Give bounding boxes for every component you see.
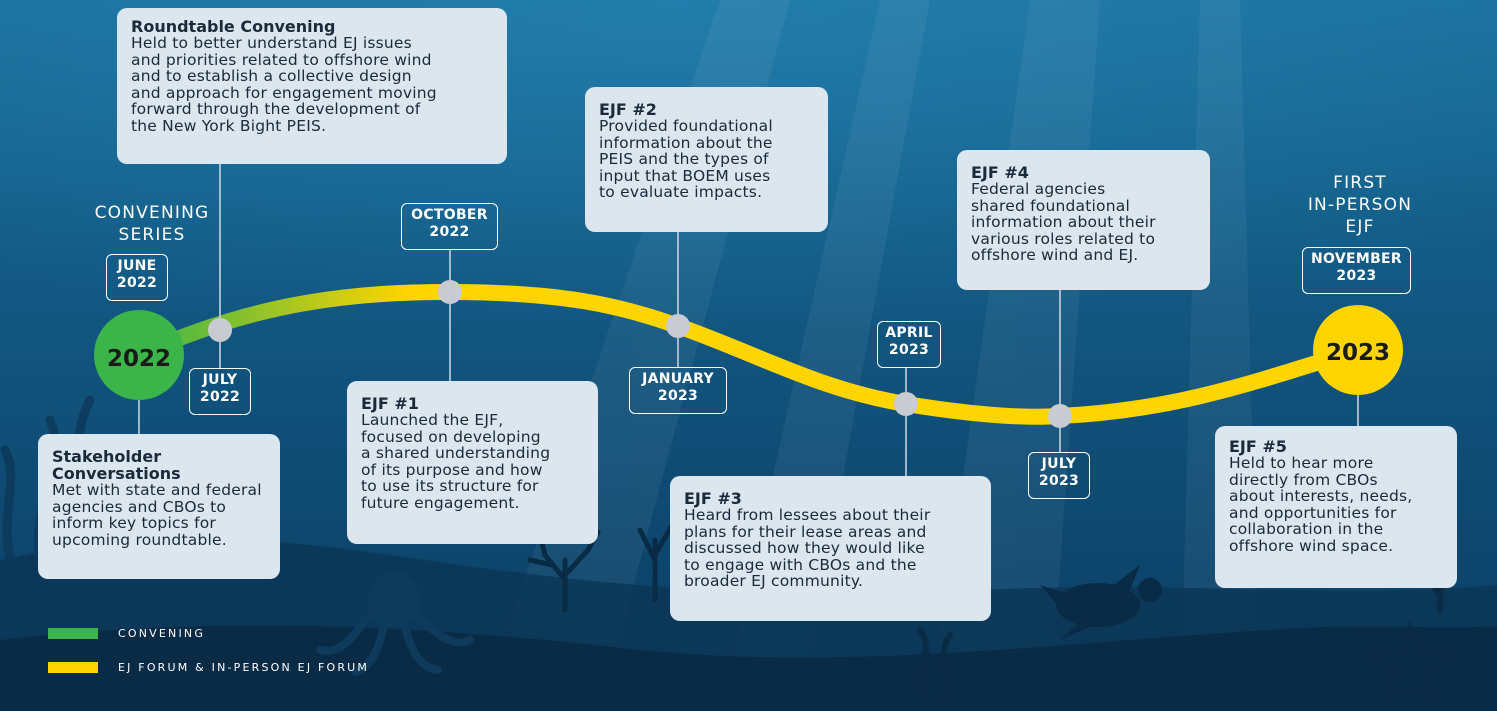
event-card-roundtable: Roundtable Convening Held to better unde… — [117, 8, 507, 164]
coral-icon — [527, 522, 675, 613]
date-july-2023: JULY 2023 — [1028, 452, 1090, 499]
event-title: EJF #4 — [971, 163, 1029, 182]
date-june-2022: JUNE 2022 — [106, 254, 168, 301]
timeline-node — [438, 280, 462, 304]
legend-label-convening: CONVENING — [118, 627, 206, 640]
connector-lines — [138, 164, 1359, 476]
event-title: Stakeholder Conversations — [52, 447, 181, 483]
legend-swatch-convening — [48, 628, 98, 639]
event-title: EJF #2 — [599, 100, 657, 119]
date-july-2022: JULY 2022 — [189, 368, 251, 415]
event-title: EJF #5 — [1229, 437, 1287, 456]
event-card-ejf2: EJF #2 Provided foundational information… — [585, 87, 828, 232]
sea-turtle-icon — [1040, 565, 1162, 640]
event-body: Launched the EJF, focused on developing … — [361, 411, 551, 512]
timeline-node — [208, 318, 232, 342]
timeline-node — [1048, 404, 1072, 428]
date-april-2023: APRIL 2023 — [877, 321, 941, 368]
date-october-2022: OCTOBER 2022 — [401, 203, 498, 250]
event-body: Held to better understand EJ issues and … — [131, 34, 437, 135]
octopus-icon — [316, 572, 474, 676]
start-year-circle — [94, 310, 184, 400]
event-title: Roundtable Convening — [131, 17, 336, 36]
event-card-ejf1: EJF #1 Launched the EJF, focused on deve… — [347, 381, 598, 544]
timeline-nodes — [208, 280, 1072, 428]
start-year-label: 2022 — [107, 346, 171, 372]
legend-label-forum: EJ FORUM & IN-PERSON EJ FORUM — [118, 661, 370, 674]
event-title: EJF #3 — [684, 489, 742, 508]
event-card-ejf3: EJF #3 Heard from lessees about their pl… — [670, 476, 991, 621]
end-year-label: 2023 — [1326, 340, 1390, 366]
end-year-circle — [1313, 305, 1403, 395]
starfish-icon — [1368, 620, 1452, 704]
timeline-node — [666, 314, 690, 338]
legend-swatch-forum — [48, 662, 98, 673]
event-body: Held to hear more directly from CBOs abo… — [1229, 454, 1413, 555]
timeline-node — [894, 392, 918, 416]
timeline-line — [131, 283, 1366, 425]
date-january-2023: JANUARY 2023 — [629, 367, 727, 414]
event-card-stakeholder: Stakeholder Conversations Met with state… — [38, 434, 280, 579]
date-november-2023: NOVEMBER 2023 — [1302, 247, 1411, 294]
event-body: Met with state and federal agencies and … — [52, 481, 262, 549]
event-card-ejf4: EJF #4 Federal agencies shared foundatio… — [957, 150, 1210, 290]
event-body: Provided foundational information about … — [599, 117, 773, 201]
first-in-person-heading: FIRST IN-PERSON EJF — [1307, 173, 1413, 237]
event-title: EJF #1 — [361, 394, 419, 413]
convening-series-heading: CONVENING SERIES — [94, 203, 210, 245]
event-body: Heard from lessees about their plans for… — [684, 506, 931, 590]
event-card-ejf5: EJF #5 Held to hear more directly from C… — [1215, 426, 1457, 588]
event-body: Federal agencies shared foundational inf… — [971, 180, 1156, 264]
